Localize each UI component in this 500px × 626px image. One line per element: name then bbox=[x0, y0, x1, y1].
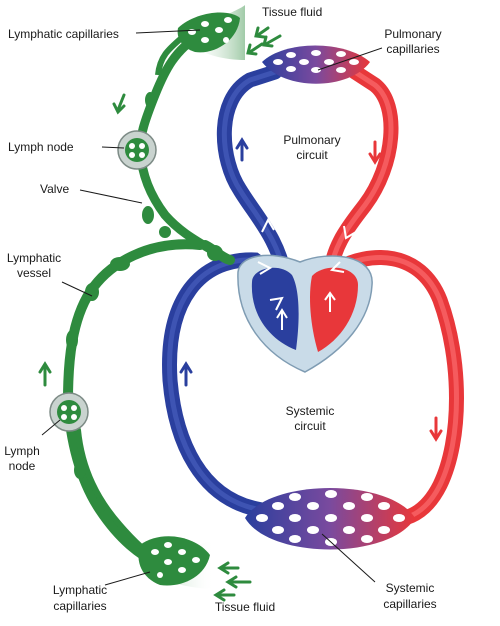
label-systemic-circuit-2: circuit bbox=[294, 419, 326, 433]
pulmonary-capillary-bed bbox=[262, 45, 370, 84]
pulmonary-circuit bbox=[216, 64, 399, 288]
label-pulmonary-capillaries-2: capillaries bbox=[386, 42, 439, 56]
label-lymphatic-vessel-2: vessel bbox=[17, 266, 51, 280]
label-lymph-node-bottom: Lymph bbox=[4, 444, 40, 458]
leader-lines bbox=[41, 29, 383, 586]
systemic-capillary-bed bbox=[245, 488, 415, 550]
label-tissue-fluid-top: Tissue fluid bbox=[262, 5, 322, 19]
lymphatic-system bbox=[38, 5, 282, 602]
heart-flow-arrows bbox=[257, 217, 357, 275]
label-lymphatic-capillaries-bottom-2: capillaries bbox=[53, 599, 106, 613]
heart bbox=[237, 254, 373, 373]
right-heart-chambers bbox=[251, 267, 299, 350]
lymph-node-bottom bbox=[49, 392, 89, 432]
label-pulmonary-capillaries: Pulmonary bbox=[384, 27, 441, 41]
label-systemic-capillaries-2: capillaries bbox=[383, 597, 436, 611]
label-lymphatic-capillaries-top: Lymphatic capillaries bbox=[8, 27, 119, 41]
lymph-flow-arrows bbox=[38, 26, 282, 602]
systemic-circuit bbox=[162, 250, 464, 528]
label-lymph-node-bottom-2: node bbox=[9, 459, 36, 473]
label-systemic-capillaries: Systemic bbox=[386, 581, 435, 595]
label-valve: Valve bbox=[40, 182, 69, 196]
labels: Tissue fluid Lymphatic capillaries Pulmo… bbox=[4, 5, 441, 614]
label-tissue-fluid-bottom: Tissue fluid bbox=[215, 600, 275, 614]
label-lymphatic-capillaries-bottom: Lymphatic bbox=[53, 583, 107, 597]
label-lymph-node-top: Lymph node bbox=[8, 140, 74, 154]
label-systemic-circuit: Systemic bbox=[286, 404, 335, 418]
lymph-node-top bbox=[117, 130, 157, 170]
label-pulmonary-circuit: Pulmonary bbox=[283, 133, 340, 147]
circuit-direction-arrows bbox=[179, 137, 443, 442]
label-pulmonary-circuit-2: circuit bbox=[296, 148, 328, 162]
label-lymphatic-vessel: Lymphatic bbox=[7, 251, 61, 265]
left-heart-chambers bbox=[310, 267, 358, 352]
